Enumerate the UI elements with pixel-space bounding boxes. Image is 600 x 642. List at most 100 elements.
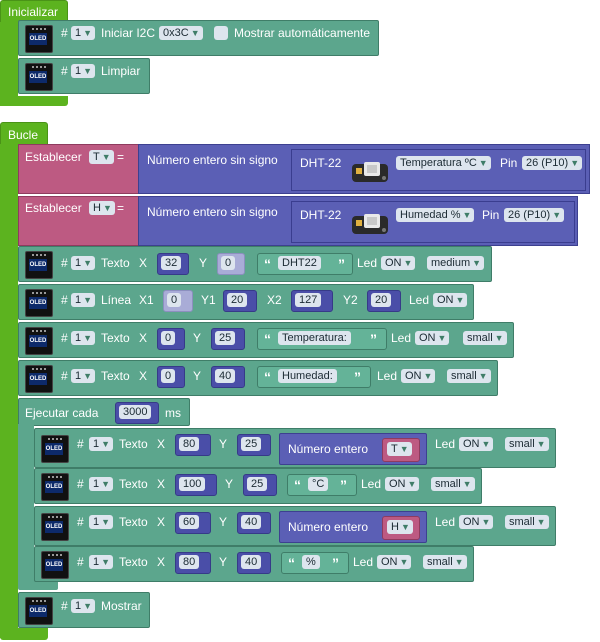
led-label: Led [377,369,398,383]
oled-index-dropdown[interactable]: 1▼ [89,555,114,569]
text-label: Texto [119,515,148,529]
text-label: Texto [101,369,130,383]
oled-line-block[interactable]: OLED # 1▼ Línea X1 0 Y1 20 X2 127 Y2 20 … [18,284,474,320]
variable-h-dropdown[interactable]: H▼ [89,201,115,215]
oled-index-dropdown[interactable]: 1▼ [71,293,96,307]
x-number-input[interactable]: 80 [175,434,211,456]
temperature-measure-dropdown[interactable]: Temperatura ºC▼ [396,156,491,170]
y-number-input[interactable]: 0 [217,253,245,275]
oled-text-block[interactable]: OLED # 1▼ Texto X 80 Y 40 “%” Led ON▼ sm… [34,546,474,582]
oled-text-block[interactable]: OLED # 1▼ Texto X 100 Y 25 “°C” Led ON▼ … [34,468,482,504]
x-number-input[interactable]: 80 [175,552,211,574]
text-label: Texto [119,437,148,451]
led-dropdown[interactable]: ON▼ [385,477,420,491]
x1-number-input[interactable]: 0 [163,290,193,312]
oled-index-dropdown[interactable]: 1▼ [89,477,114,491]
text-string-input[interactable]: “°C” [287,474,357,496]
led-dropdown[interactable]: ON▼ [459,437,494,451]
unsigned-int-label: Número entero sin signo [147,153,278,167]
x-number-input[interactable]: 0 [157,328,185,350]
text-label: Texto [119,477,148,491]
y-number-input[interactable]: 25 [243,474,277,496]
y-number-input[interactable]: 40 [211,366,245,388]
oled-display-icon: OLED [41,435,69,463]
size-dropdown[interactable]: small▼ [447,369,491,383]
oled-index-dropdown[interactable]: 1▼ [71,64,96,78]
humidity-measure-dropdown[interactable]: Humedad %▼ [396,208,475,222]
dht22-temperature-block[interactable]: DHT-22 Temperatura ºC▼ Pin 26 (P10)▼ [291,149,586,191]
unsigned-int-block-h[interactable]: Número entero sin signo DHT-22 Humedad %… [138,196,578,246]
i2c-address-dropdown[interactable]: 0x3C▼ [159,26,203,40]
dht22-humidity-block[interactable]: DHT-22 Humedad %▼ Pin 26 (P10)▼ [291,201,575,243]
every-label: Ejecutar cada [25,406,99,420]
oled-init-block[interactable]: OLED # 1▼ Iniciar I2C 0x3C▼ Mostrar auto… [18,20,379,56]
oled-clear-block[interactable]: OLED # 1▼ Limpiar [18,58,150,94]
y-number-input[interactable]: 25 [237,434,271,456]
oled-show-block[interactable]: OLED # 1▼ Mostrar [18,592,150,628]
text-string-input[interactable]: “DHT22” [257,253,353,275]
integer-block[interactable]: Número entero H▼ [279,511,427,543]
oled-index-dropdown[interactable]: 1▼ [71,369,96,383]
oled-index-dropdown[interactable]: 1▼ [71,599,96,613]
loop-body-strip [0,144,18,638]
auto-show-checkbox[interactable] [214,26,228,40]
pin-dropdown[interactable]: 26 (P10)▼ [504,208,565,222]
x-number-input[interactable]: 100 [175,474,217,496]
led-dropdown[interactable]: ON▼ [377,555,412,569]
oled-index-dropdown[interactable]: 1▼ [89,437,114,451]
variable-t-dropdown[interactable]: T▼ [89,150,114,164]
unsigned-int-label: Número entero sin signo [147,205,278,219]
pin-dropdown[interactable]: 26 (P10)▼ [522,156,583,170]
variable-t-block[interactable]: T▼ [382,438,420,462]
y1-number-input[interactable]: 20 [223,290,257,312]
oled-text-block[interactable]: OLED # 1▼ Texto X 0 Y 40 “Humedad:” Led … [18,360,498,396]
size-dropdown[interactable]: small▼ [463,331,507,345]
variable-h-block[interactable]: H▼ [382,516,420,540]
oled-index-dropdown[interactable]: 1▼ [89,515,114,529]
oled-index-dropdown[interactable]: 1▼ [71,26,96,40]
text-string-input[interactable]: “Humedad:” [257,366,371,388]
oled-display-icon: OLED [25,597,53,625]
size-dropdown[interactable]: medium▼ [427,256,485,270]
oled-index-dropdown[interactable]: 1▼ [71,331,96,345]
unit-label: ms [165,406,181,420]
set-variable-t-block[interactable]: Establecer T▼ = [18,144,140,194]
size-dropdown[interactable]: small▼ [505,515,549,529]
y-number-input[interactable]: 40 [237,512,271,534]
size-dropdown[interactable]: small▼ [431,477,475,491]
y-number-input[interactable]: 25 [211,328,245,350]
dht22-label: DHT-22 [300,208,342,222]
set-variable-h-block[interactable]: Establecer H▼ = [18,196,140,246]
x-number-input[interactable]: 60 [175,512,211,534]
led-dropdown[interactable]: ON▼ [459,515,494,529]
text-label: Texto [101,331,130,345]
show-label: Mostrar [101,599,142,613]
led-dropdown[interactable]: ON▼ [401,369,436,383]
y-number-input[interactable]: 40 [237,552,271,574]
led-dropdown[interactable]: ON▼ [433,293,468,307]
clear-label: Limpiar [101,64,141,78]
line-label: Línea [101,293,132,307]
unsigned-int-block-t[interactable]: Número entero sin signo DHT-22 Temperatu… [138,144,590,194]
oled-index-dropdown[interactable]: 1▼ [71,256,96,270]
loop-hat-block[interactable]: Bucle [0,122,48,146]
every-block-header[interactable]: Ejecutar cada 3000 ms [18,398,190,426]
x-number-input[interactable]: 32 [157,253,189,275]
text-string-input[interactable]: “Temperatura:” [257,328,387,350]
integer-block[interactable]: Número entero T▼ [279,433,427,465]
variable-t-dropdown[interactable]: T▼ [387,442,412,456]
oled-text-block[interactable]: OLED # 1▼ Texto X 60 Y 40 Número entero … [34,506,556,546]
text-string-input[interactable]: “%” [281,552,349,574]
led-dropdown[interactable]: ON▼ [381,256,416,270]
y2-number-input[interactable]: 20 [367,290,401,312]
oled-text-block[interactable]: OLED # 1▼ Texto X 0 Y 25 “Temperatura:” … [18,322,514,358]
size-dropdown[interactable]: small▼ [423,555,467,569]
x2-number-input[interactable]: 127 [291,290,333,312]
led-dropdown[interactable]: ON▼ [415,331,450,345]
x-number-input[interactable]: 0 [157,366,185,388]
size-dropdown[interactable]: small▼ [505,437,549,451]
variable-h-dropdown[interactable]: H▼ [387,520,413,534]
interval-number-input[interactable]: 3000 [115,402,159,424]
oled-text-block[interactable]: OLED # 1▼ Texto X 32 Y 0 “DHT22” Led ON▼… [18,246,492,282]
oled-text-block[interactable]: OLED # 1▼ Texto X 80 Y 25 Número entero … [34,428,556,468]
